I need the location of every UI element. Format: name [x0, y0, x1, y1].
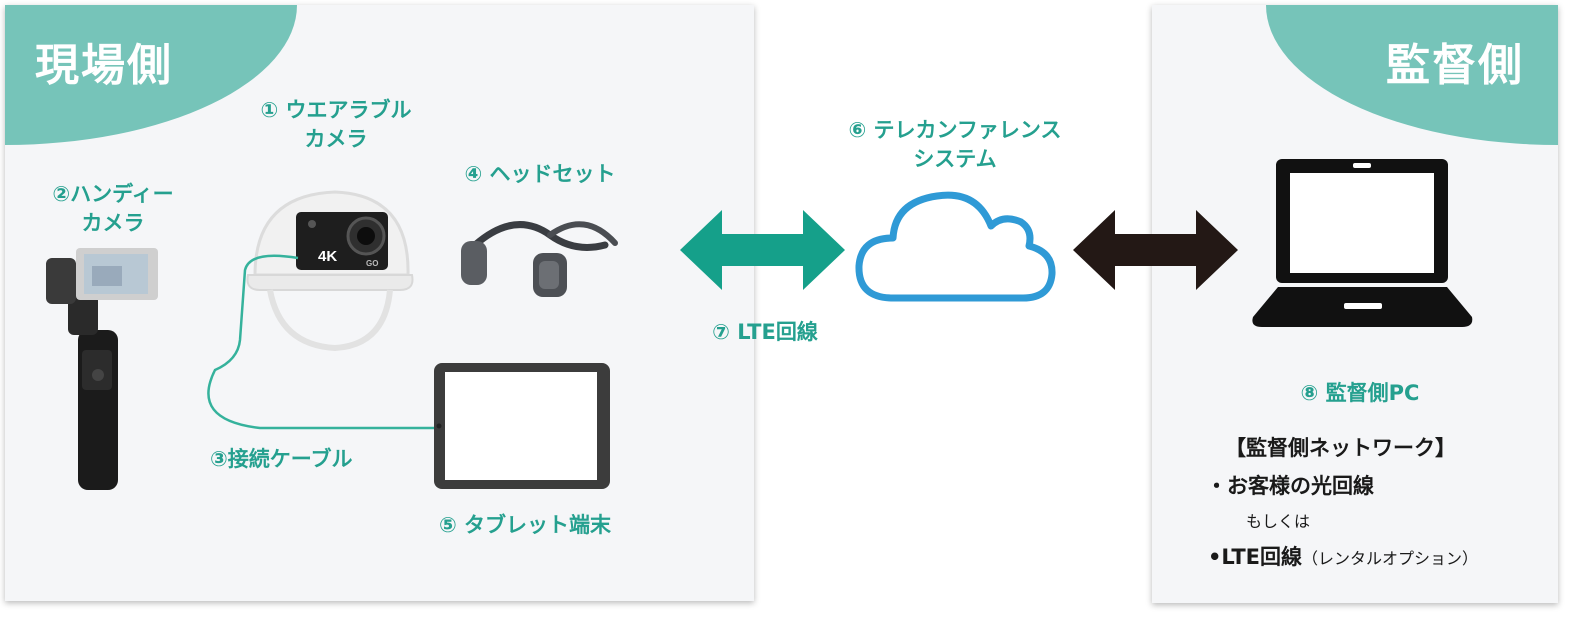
laptop-icon [1252, 159, 1473, 327]
supervisor-pc-label: ⑧ 監督側PC [1300, 381, 1420, 405]
network-item-fiber: ・お客様の光回線 [1206, 474, 1374, 498]
headset-icon [461, 221, 618, 297]
cable-label: ③接続ケーブル [210, 447, 353, 471]
handy-camera-label: ②ハンディーカメラ [52, 182, 174, 235]
network-heading: 【監督側ネットワーク】 [1225, 436, 1456, 460]
lte-double-arrow [680, 210, 845, 290]
wearable-camera-label: ① ウエアラブルカメラ [260, 98, 412, 151]
lte-line-label: ⑦ LTE回線 [712, 320, 818, 344]
tablet-label: ⑤ タブレット端末 [438, 513, 612, 537]
camera-model-text: 4K [318, 248, 337, 265]
supervisor-side-title: 監督側 [1266, 5, 1558, 145]
network-item-lte: •LTE回線（レンタルオプション） [1208, 545, 1479, 569]
supervisor-side-panel: 監督側 [1152, 5, 1558, 603]
camera-badge-text: GO [366, 259, 378, 268]
helmet-camera-icon: 4K GO [246, 190, 414, 352]
network-or: もしくは [1246, 512, 1311, 531]
handy-camera-icon [46, 248, 158, 490]
site-side-panel: 現場側 [5, 5, 754, 601]
cloud-icon [855, 191, 1056, 302]
internet-double-arrow [1073, 210, 1238, 290]
connection-cable-icon [207, 254, 440, 430]
headset-label: ④ ヘッドセット [464, 162, 616, 186]
teleconference-label: ⑥ テレカンファレンスシステム [848, 118, 1062, 171]
tablet-icon [434, 363, 610, 489]
